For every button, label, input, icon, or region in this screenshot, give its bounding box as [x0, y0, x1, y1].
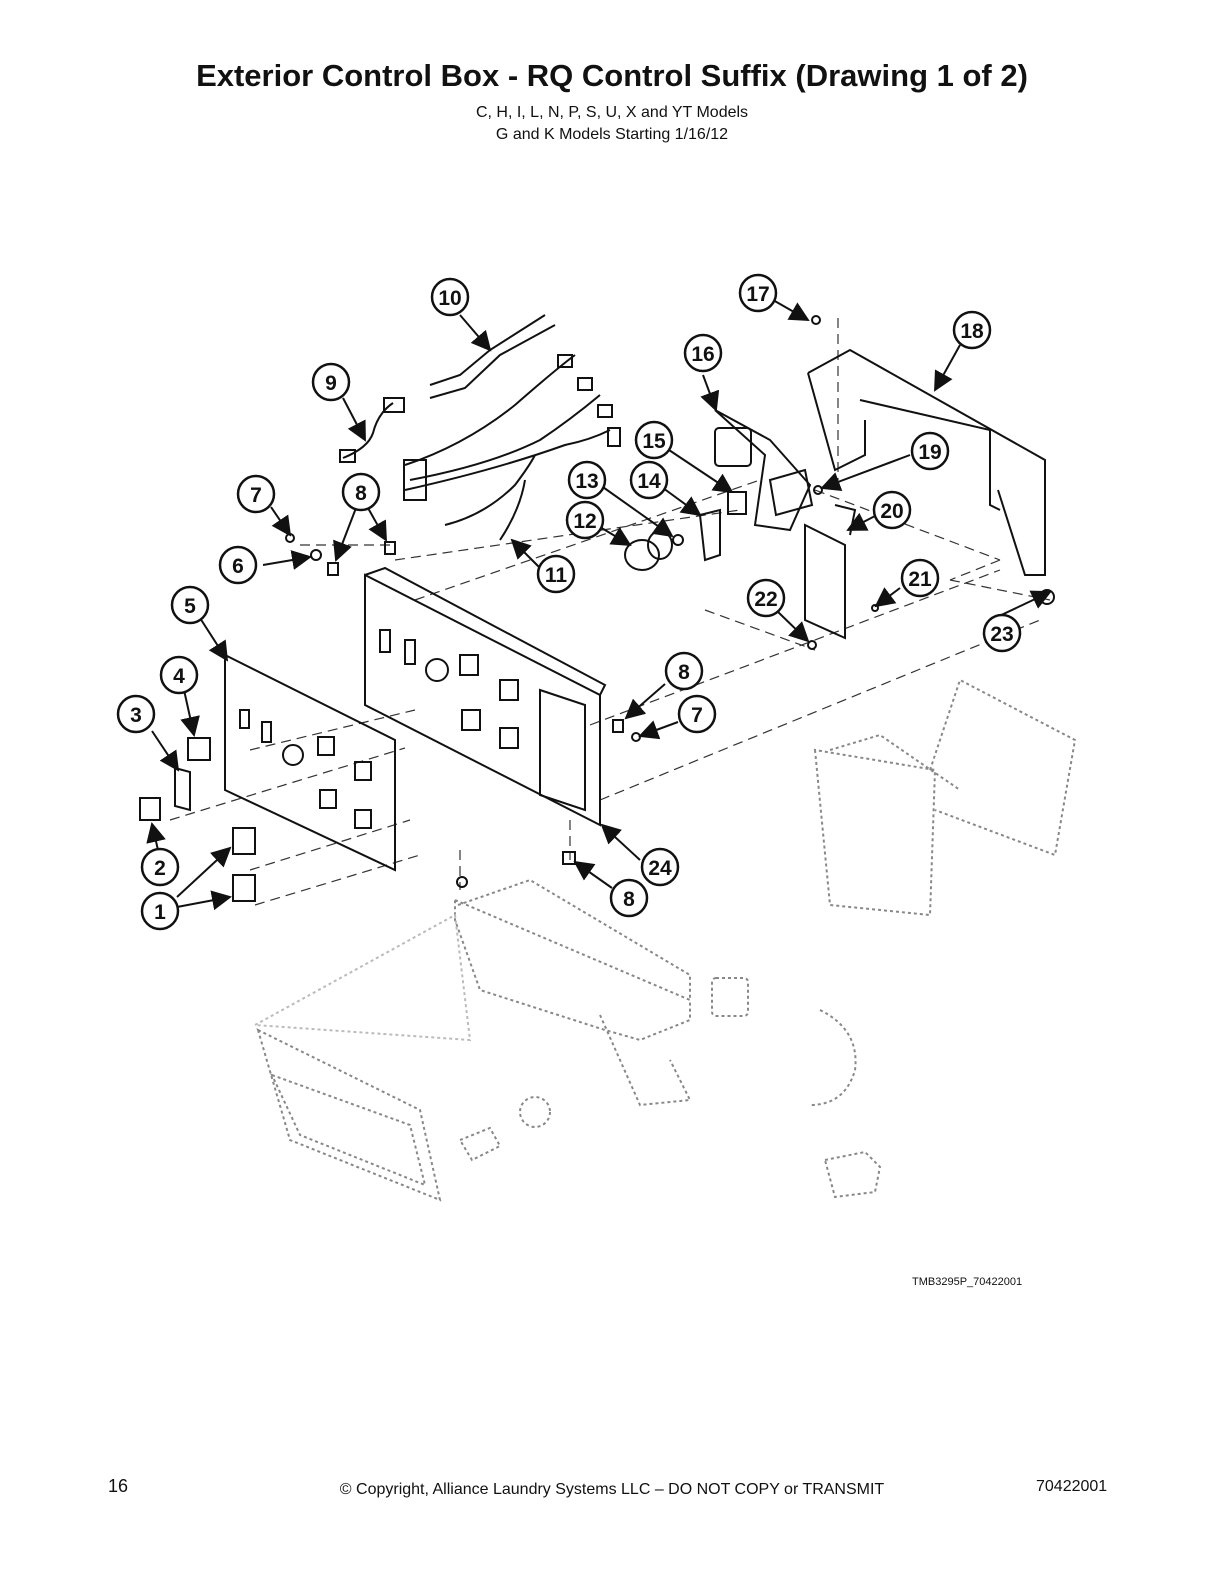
callout-8-right: 8 [664, 651, 704, 691]
callout-17: 17 [738, 273, 778, 313]
svg-text:5: 5 [184, 595, 196, 618]
callout-19: 19 [910, 431, 950, 471]
callout-5: 5 [170, 585, 210, 625]
callout-16: 16 [683, 333, 723, 373]
svg-text:10: 10 [438, 287, 461, 310]
svg-text:23: 23 [990, 623, 1013, 646]
callout-8-top: 8 [341, 472, 381, 512]
svg-text:1: 1 [154, 901, 166, 924]
callout-14: 14 [629, 460, 669, 500]
phantom-lower-assembly [251, 678, 1077, 1202]
callout-4: 4 [159, 655, 199, 695]
models-subtitle: C, H, I, L, N, P, S, U, X and YT Models [475, 104, 749, 121]
drawing-id: TMB3295P_70422001 [912, 1276, 1023, 1288]
svg-text:13: 13 [575, 470, 598, 493]
copyright-notice: © Copyright, Alliance Laundry Systems LL… [339, 1481, 885, 1498]
alignment-lines [169, 318, 1051, 906]
callout-24: 24 [640, 847, 680, 887]
svg-text:17: 17 [746, 283, 769, 306]
part-drawings [139, 314, 1055, 902]
svg-text:8: 8 [355, 482, 367, 505]
svg-text:22: 22 [754, 588, 777, 611]
callout-10: 10 [430, 277, 470, 317]
callout-9: 9 [311, 362, 351, 402]
svg-text:20: 20 [880, 500, 903, 523]
page-number: 16 [108, 1476, 129, 1496]
svg-text:11: 11 [545, 564, 568, 587]
callout-15: 15 [634, 420, 674, 460]
svg-text:16: 16 [691, 343, 714, 366]
svg-text:9: 9 [325, 372, 337, 395]
callout-6: 6 [218, 545, 258, 585]
callout-21: 21 [900, 558, 940, 598]
svg-text:2: 2 [154, 857, 166, 880]
callout-1: 1 [140, 891, 180, 931]
callout-7-right: 7 [677, 694, 717, 734]
svg-text:3: 3 [130, 704, 142, 727]
svg-text:8: 8 [678, 661, 690, 684]
page-title: Exterior Control Box - RQ Control Suffix… [196, 58, 1028, 93]
svg-text:21: 21 [908, 568, 932, 591]
models-start-subtitle: G and K Models Starting 1/16/12 [495, 126, 729, 143]
svg-text:7: 7 [250, 484, 262, 507]
svg-text:6: 6 [232, 555, 244, 578]
svg-text:24: 24 [648, 857, 672, 880]
callouts: 10 9 17 18 16 19 15 20 13 14 7 8 12 6 11… [116, 273, 1022, 931]
callout-3: 3 [116, 694, 156, 734]
callout-20: 20 [872, 490, 912, 530]
svg-text:8: 8 [623, 888, 635, 911]
svg-text:15: 15 [642, 430, 666, 453]
document-number: 70422001 [1036, 1478, 1108, 1495]
callout-leaders [146, 299, 1052, 911]
svg-text:12: 12 [573, 510, 596, 533]
svg-text:19: 19 [918, 441, 941, 464]
callout-22: 22 [746, 578, 786, 618]
svg-text:4: 4 [173, 665, 185, 688]
callout-12: 12 [565, 500, 605, 540]
callout-13: 13 [567, 460, 607, 500]
callout-18: 18 [952, 310, 992, 350]
callout-7-top: 7 [236, 474, 276, 514]
svg-text:7: 7 [691, 704, 703, 727]
callout-2: 2 [140, 847, 180, 887]
callout-8-bottom: 8 [609, 878, 649, 918]
callout-23: 23 [982, 613, 1022, 653]
callout-11: 11 [536, 554, 576, 594]
svg-text:18: 18 [960, 320, 984, 343]
svg-text:14: 14 [637, 470, 661, 493]
